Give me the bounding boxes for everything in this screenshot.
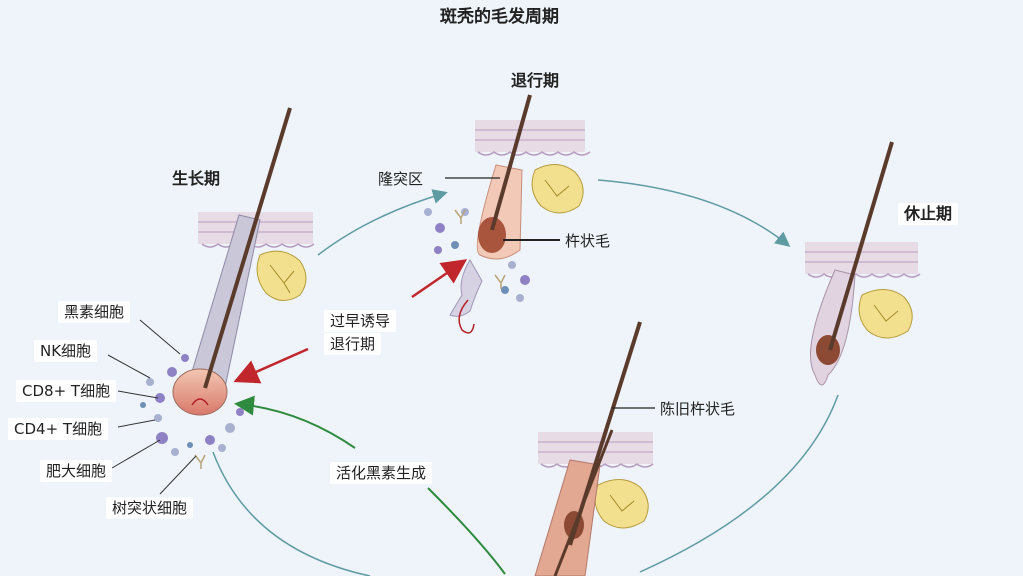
stage-label-telogen: 休止期 bbox=[898, 203, 959, 225]
new-anagen-follicle bbox=[534, 321, 654, 576]
label-old-club-hair: 陈旧杵状毛 bbox=[660, 400, 736, 418]
melanogenesis-arrow-lower bbox=[427, 487, 506, 575]
cycle-arrow-catagen-to-telogen bbox=[597, 179, 791, 247]
label-bulge: 隆突区 bbox=[378, 170, 424, 188]
catagen-follicle bbox=[424, 94, 591, 334]
premature-arrow-to-catagen bbox=[411, 259, 468, 299]
telogen-follicle bbox=[805, 141, 921, 386]
cell-label-nk: NK细胞 bbox=[34, 340, 98, 362]
anagen-follicle bbox=[172, 107, 315, 416]
cycle-arrow-telogen-to-new bbox=[639, 394, 839, 573]
cell-label-mast: 肥大细胞 bbox=[40, 460, 113, 482]
cycle-arrow-anagen-to-catagen bbox=[317, 189, 448, 256]
label-premature-line-1: 过早诱导 bbox=[324, 310, 397, 332]
cell-label-dendritic: 树突状细胞 bbox=[106, 497, 194, 519]
cell-label-cd4: CD4+ T细胞 bbox=[8, 418, 109, 440]
premature-arrow-to-anagen bbox=[233, 347, 309, 384]
label-club-hair: 杵状毛 bbox=[565, 232, 611, 250]
melanogenesis-arrow-to-anagen bbox=[234, 395, 356, 449]
cell-leader-lines bbox=[107, 319, 197, 495]
stage-label-anagen: 生长期 bbox=[172, 169, 221, 188]
cell-label-cd8: CD8+ T细胞 bbox=[16, 380, 117, 402]
label-premature-line-2: 退行期 bbox=[324, 333, 382, 355]
cell-label-melanocyte: 黑素细胞 bbox=[58, 301, 131, 323]
diagram-title: 斑秃的毛发周期 bbox=[440, 7, 559, 27]
label-melanogenesis: 活化黑素生成 bbox=[330, 462, 433, 484]
stage-label-catagen: 退行期 bbox=[511, 71, 560, 90]
cycle-arrow-return-to-anagen bbox=[212, 451, 371, 576]
